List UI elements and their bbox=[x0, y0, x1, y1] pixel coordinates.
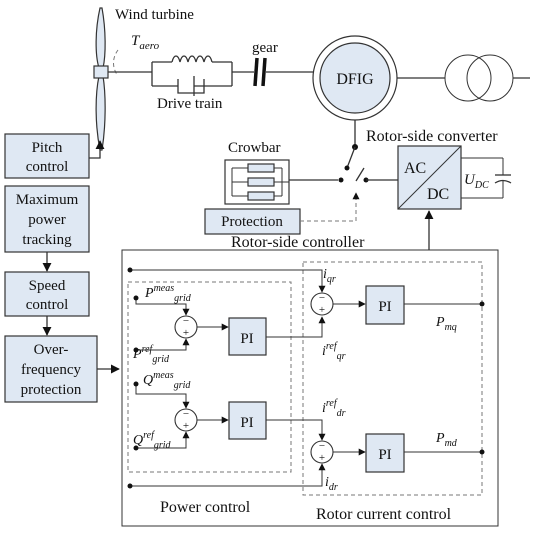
p-meas-dot bbox=[133, 295, 139, 301]
converter-ac-label: AC bbox=[404, 160, 426, 177]
i-ref-qr-label: irefqr bbox=[322, 341, 346, 362]
i-dr-dot bbox=[127, 483, 133, 489]
protection-signal bbox=[300, 192, 360, 222]
i-ref-dr-label: irefdr bbox=[322, 398, 346, 419]
sum-p-minus: − bbox=[183, 315, 189, 327]
power-control-label: Power control bbox=[160, 499, 251, 516]
pi-label-current-d: PI bbox=[378, 447, 391, 463]
power-control-region bbox=[127, 281, 292, 473]
crowbar-label: Crowbar bbox=[228, 140, 281, 156]
drive-train bbox=[151, 55, 233, 96]
q-meas-line bbox=[135, 384, 190, 409]
i-ref-qr-line bbox=[310, 316, 326, 338]
over-frequency-protection-block bbox=[4, 335, 98, 403]
wind-turbine-label: Wind turbine bbox=[115, 7, 194, 23]
pi-label-power-p: PI bbox=[240, 331, 253, 347]
i-qr-label: iqr bbox=[323, 267, 336, 285]
p-md-dot bbox=[479, 449, 485, 455]
p-ref-label: Prefgrid bbox=[132, 344, 170, 365]
i-dr-label: idr bbox=[325, 475, 338, 493]
rotor-side-controller-box bbox=[121, 249, 499, 527]
pitch-to-turbine-arrow bbox=[89, 140, 105, 159]
p-mq-dot bbox=[479, 301, 485, 307]
transformer-symbol bbox=[444, 54, 514, 102]
ofp-label-2: frequency bbox=[21, 362, 81, 378]
i-dr-feedback-line bbox=[130, 463, 326, 487]
rotor-side-controller-label: Rotor-side controller bbox=[231, 234, 365, 251]
p-mq-label: Pmq bbox=[435, 315, 457, 333]
crowbar-block bbox=[224, 159, 290, 205]
mpt-label-2: power bbox=[28, 212, 66, 228]
maximum-power-tracking-block bbox=[4, 185, 90, 253]
p-meas-label: Pmeasgrid bbox=[144, 283, 192, 304]
dfig-label: DFIG bbox=[336, 71, 374, 88]
sum-iq-plus: + bbox=[319, 304, 325, 316]
pi-q-to-current-sum bbox=[266, 419, 326, 441]
drive-train-label: Drive train bbox=[157, 96, 223, 112]
dc-capacitor-plate-2 bbox=[494, 179, 512, 184]
speed-control-block bbox=[4, 271, 90, 317]
q-ref-line bbox=[136, 431, 190, 449]
protection-label: Protection bbox=[221, 214, 283, 230]
t-aero-label: Taero bbox=[131, 33, 160, 52]
i-qr-dot bbox=[127, 267, 133, 273]
pi-block-power-p bbox=[228, 317, 267, 356]
mpt-label-3: tracking bbox=[22, 232, 72, 248]
rotor-current-control-region bbox=[302, 261, 483, 496]
pitch-control-block bbox=[4, 133, 90, 179]
sum-q-plus: + bbox=[183, 420, 189, 432]
p-meas-line bbox=[135, 298, 190, 316]
sum-id-plus: + bbox=[319, 452, 325, 464]
p-md-label: Pmd bbox=[435, 431, 458, 449]
pi-block-current-q bbox=[365, 285, 405, 325]
sum-q-minus: − bbox=[183, 408, 189, 420]
pi-block-power-q bbox=[228, 401, 267, 440]
speed-control-label-1: Speed bbox=[29, 278, 66, 294]
rotor-side-converter bbox=[397, 145, 462, 210]
sum-iq-minus: − bbox=[319, 292, 325, 304]
q-ref-dot bbox=[133, 445, 139, 451]
ofp-label-3: protection bbox=[21, 382, 82, 398]
q-meas-label: Qmeasgrid bbox=[143, 370, 191, 391]
p-ref-line bbox=[136, 338, 190, 351]
q-ref-label: Qrefgrid bbox=[133, 430, 172, 451]
sum-id-minus: − bbox=[319, 440, 325, 452]
i-qr-feedback-line bbox=[130, 269, 326, 293]
wind-turbine bbox=[93, 7, 109, 151]
q-meas-dot bbox=[133, 381, 139, 387]
torque-arc bbox=[113, 49, 119, 77]
gear-symbol bbox=[253, 57, 267, 87]
rotor-switch bbox=[338, 146, 369, 183]
gear-label: gear bbox=[252, 40, 278, 56]
pi-label-current-q: PI bbox=[378, 299, 391, 315]
protection-block bbox=[204, 208, 301, 235]
rotor-current-control-label: Rotor current control bbox=[316, 506, 452, 523]
speed-control-label-2: control bbox=[26, 297, 69, 313]
pitch-control-label-1: Pitch bbox=[32, 140, 63, 156]
ofp-label-1: Over- bbox=[34, 342, 69, 358]
mpt-label-1: Maximum bbox=[16, 192, 79, 208]
rotor-side-converter-label: Rotor-side converter bbox=[366, 128, 498, 145]
pi-block-current-d bbox=[365, 433, 405, 473]
pitch-control-label-2: control bbox=[26, 159, 69, 175]
udc-label: UDC bbox=[464, 172, 489, 191]
p-ref-dot bbox=[133, 347, 139, 353]
pi-label-power-q: PI bbox=[240, 415, 253, 431]
converter-dc-label: DC bbox=[427, 186, 449, 203]
sum-p-plus: + bbox=[183, 327, 189, 339]
